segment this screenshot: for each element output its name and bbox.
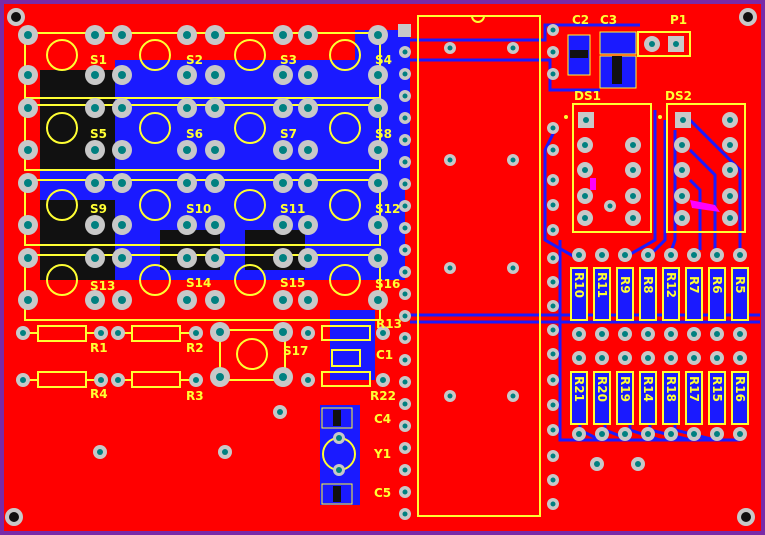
designators: S1 S2 S3 S4 S5 S6 S7 S8 S9 S10 S11 S12 S…: [90, 13, 747, 500]
label-s14: S14: [186, 276, 211, 290]
label-s10: S10: [186, 202, 211, 216]
smd-caps-c2-c3: [567, 31, 637, 89]
label-s12: S12: [375, 202, 400, 216]
label-r21: R21: [572, 376, 586, 402]
switch-drills: [24, 31, 382, 381]
resistor-array: [570, 248, 749, 471]
label-s4: S4: [375, 53, 392, 67]
label-s6: S6: [186, 127, 203, 141]
label-r8: R8: [641, 276, 655, 294]
label-y1: Y1: [373, 447, 391, 461]
label-r1: R1: [90, 341, 108, 355]
label-r18: R18: [664, 376, 678, 402]
label-r5: R5: [733, 276, 747, 294]
right-header-column: [547, 24, 559, 510]
label-s16: S16: [375, 277, 400, 291]
label-r11: R11: [595, 272, 609, 298]
display-ds1: [564, 103, 652, 233]
label-ds2: DS2: [665, 89, 692, 103]
label-s15: S15: [280, 276, 305, 290]
label-r9: R9: [618, 276, 632, 294]
label-s11: S11: [280, 202, 305, 216]
label-r13: R13: [376, 317, 402, 331]
label-c3: C3: [600, 13, 617, 27]
label-r19: R19: [618, 376, 632, 402]
ic-footprint: [417, 15, 541, 517]
label-r10: R10: [572, 272, 586, 298]
connector-p1: [637, 31, 691, 57]
label-s1: S1: [90, 53, 107, 67]
crystal-y1: [321, 407, 356, 505]
label-r12: R12: [664, 272, 678, 298]
header-column: [398, 24, 411, 520]
label-s13: S13: [90, 279, 115, 293]
label-s8: S8: [375, 127, 392, 141]
label-r14: R14: [641, 376, 655, 402]
mounting-holes: [5, 8, 757, 526]
label-c4: C4: [374, 412, 391, 426]
label-s17: S17: [283, 344, 308, 358]
label-r7: R7: [687, 276, 701, 294]
label-s9: S9: [90, 202, 107, 216]
display-ds2: [658, 103, 746, 233]
label-c5: C5: [374, 486, 391, 500]
label-r20: R20: [595, 376, 609, 402]
label-r15: R15: [710, 376, 724, 402]
label-r6: R6: [710, 276, 724, 294]
label-s5: S5: [90, 127, 107, 141]
label-r4: R4: [90, 387, 108, 401]
resistor-pads: [16, 326, 390, 459]
label-p1: P1: [670, 13, 687, 27]
label-r17: R17: [687, 376, 701, 402]
label-s2: S2: [186, 53, 203, 67]
label-c2: C2: [572, 13, 589, 27]
label-r22: R22: [370, 389, 396, 403]
label-c1: C1: [376, 348, 393, 362]
label-r16: R16: [733, 376, 747, 402]
label-ds1: DS1: [574, 89, 601, 103]
label-r3: R3: [186, 389, 204, 403]
label-s3: S3: [280, 53, 297, 67]
label-r2: R2: [186, 341, 204, 355]
label-s7: S7: [280, 127, 297, 141]
